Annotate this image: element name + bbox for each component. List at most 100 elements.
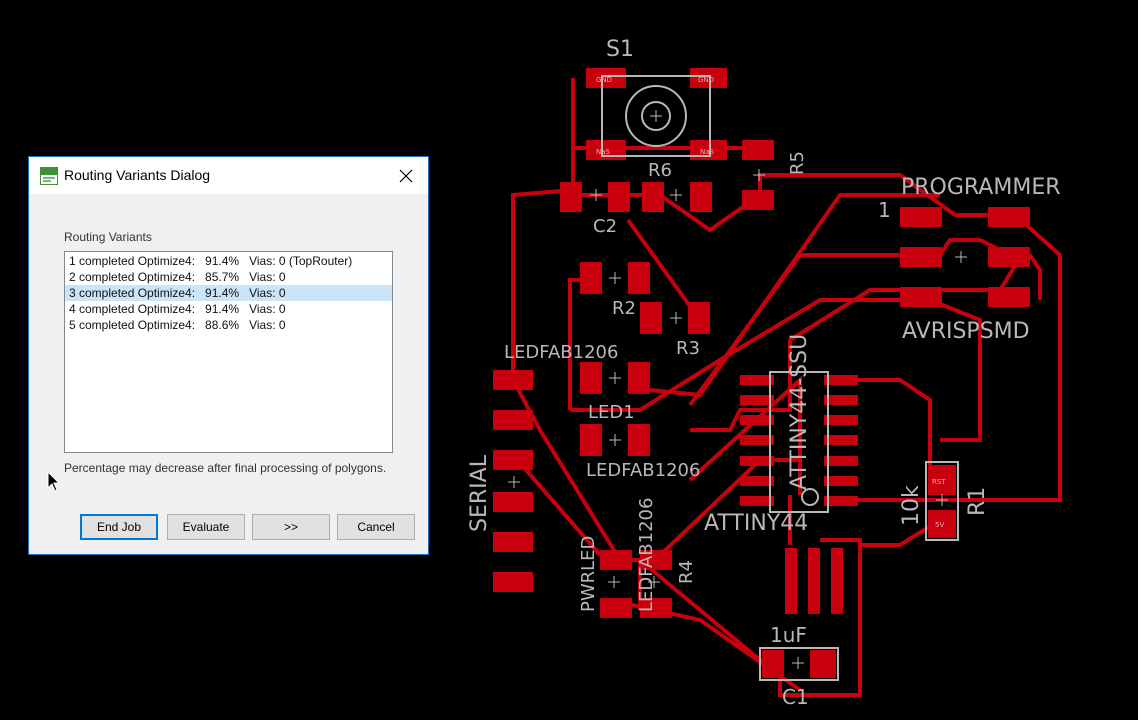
trace xyxy=(778,538,862,697)
switch-button xyxy=(625,85,687,147)
trace xyxy=(840,378,932,470)
trace xyxy=(511,453,602,557)
label-avrispsmd: AVRISPSMD xyxy=(902,319,1030,344)
pad xyxy=(785,548,797,614)
pad xyxy=(640,598,672,618)
list-item[interactable]: 1 completed Optimize4: 91.4% Vias: 0 (To… xyxy=(69,254,353,268)
pad xyxy=(688,302,710,334)
mouse-cursor-icon xyxy=(47,471,61,492)
pad xyxy=(580,362,602,394)
pad xyxy=(928,465,956,495)
pad xyxy=(824,456,858,466)
pad xyxy=(560,182,582,212)
routing-variants-dialog: Routing Variants Dialog Routing Variants… xyxy=(28,156,429,555)
label-attiny44-ssu: ATTINY44-SSU xyxy=(787,334,812,490)
pad xyxy=(580,424,602,456)
routing-variants-label: Routing Variants xyxy=(64,230,152,244)
list-item[interactable]: 4 completed Optimize4: 91.4% Vias: 0 xyxy=(69,302,286,316)
label-pin1: 1 xyxy=(878,198,891,222)
r1-outline xyxy=(925,461,959,541)
pad xyxy=(824,496,858,506)
trace xyxy=(688,375,802,495)
pad xyxy=(640,550,672,570)
pad xyxy=(608,182,630,212)
pad xyxy=(690,68,727,88)
label-r5: R5 xyxy=(787,151,808,175)
label-r6: R6 xyxy=(648,160,672,181)
pad-name: GND xyxy=(596,76,612,84)
label-led1: LED1 xyxy=(588,402,635,423)
trace xyxy=(688,238,1042,407)
label-serial: SERIAL xyxy=(467,454,492,532)
list-item[interactable]: 2 completed Optimize4: 85.7% Vias: 0 xyxy=(69,270,286,284)
label-ledfab-mid: LEDFAB1206 xyxy=(586,460,700,481)
pad xyxy=(742,140,774,160)
next-button[interactable]: >> xyxy=(252,514,330,540)
pad xyxy=(642,182,664,212)
origin-crosses xyxy=(508,110,967,669)
pad xyxy=(740,435,774,445)
label-pwrled: PWRLED xyxy=(578,536,599,612)
pad xyxy=(580,262,602,294)
pad xyxy=(831,548,843,614)
pad xyxy=(640,302,662,334)
cancel-button[interactable]: Cancel xyxy=(337,514,415,540)
list-item-selected[interactable]: 3 completed Optimize4: 91.4% Vias: 0 xyxy=(65,285,392,301)
pad xyxy=(690,182,712,212)
pads xyxy=(493,68,1030,678)
dialog-title: Routing Variants Dialog xyxy=(64,167,211,183)
list-item[interactable]: 5 completed Optimize4: 88.6% Vias: 0 xyxy=(69,318,286,332)
routing-variants-list[interactable]: 1 completed Optimize4: 91.4% Vias: 0 (To… xyxy=(64,251,393,453)
c1-outline xyxy=(759,647,839,681)
label-r3: R3 xyxy=(676,338,700,359)
close-button[interactable] xyxy=(384,157,428,194)
pad xyxy=(742,190,774,210)
silkscreen xyxy=(601,75,959,681)
pad-name: RST xyxy=(932,478,946,486)
pad xyxy=(493,450,533,470)
label-attiny44: ATTINY44 xyxy=(704,511,808,536)
pad xyxy=(600,598,632,618)
pad xyxy=(740,375,774,385)
label-c1: C1 xyxy=(782,685,809,709)
close-icon xyxy=(399,169,413,182)
pad xyxy=(988,287,1030,307)
label-r1: R1 xyxy=(965,487,990,516)
pad xyxy=(740,415,774,425)
pad xyxy=(988,207,1030,227)
trace xyxy=(570,298,982,442)
pad-name: NaS xyxy=(596,148,611,156)
pad xyxy=(900,207,942,227)
pad xyxy=(493,370,533,390)
pad xyxy=(824,435,858,445)
pad-name: GND xyxy=(698,76,714,84)
pad xyxy=(493,572,533,592)
pad xyxy=(928,510,956,538)
label-ledfab-top: LEDFAB1206 xyxy=(504,342,618,363)
trace xyxy=(511,78,575,380)
brd-app-icon xyxy=(40,167,58,185)
pad-name: 5V xyxy=(935,521,944,529)
pad xyxy=(824,395,858,405)
pad xyxy=(824,476,858,486)
pad xyxy=(740,476,774,486)
pad xyxy=(824,375,858,385)
pin1-marker xyxy=(801,488,819,506)
pad xyxy=(493,410,533,430)
pad xyxy=(808,548,820,614)
pad xyxy=(493,492,533,512)
trace xyxy=(690,256,1022,432)
label-ledfab-vert: LEDFAB1206 xyxy=(636,498,657,612)
end-job-button[interactable]: End Job xyxy=(80,514,158,540)
label-r4: R4 xyxy=(676,560,697,584)
chip-outline xyxy=(769,371,829,513)
pad-names: GND GND NaS NaS RST 5V xyxy=(596,76,946,529)
pad xyxy=(900,247,942,267)
label-programmer: PROGRAMMER xyxy=(901,175,1061,200)
label-c2: C2 xyxy=(593,216,617,237)
dialog-titlebar[interactable]: Routing Variants Dialog xyxy=(29,157,428,194)
pad xyxy=(740,456,774,466)
pad xyxy=(493,532,533,552)
evaluate-button[interactable]: Evaluate xyxy=(167,514,245,540)
